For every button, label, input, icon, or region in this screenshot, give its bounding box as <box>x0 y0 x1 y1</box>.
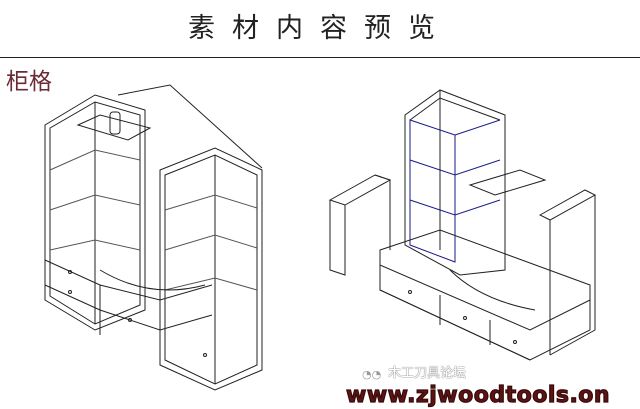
right-cabinet-drawing <box>328 89 597 361</box>
title-divider <box>0 57 640 58</box>
section-label: 柜格 <box>6 69 52 95</box>
wechat-icon: ◔◔ <box>362 368 382 381</box>
page-title: 素材内容预览 <box>188 13 452 44</box>
watermark-url: www.zjwoodtools.on <box>345 383 611 408</box>
watermark-source: 木工刀具论坛 <box>388 366 467 381</box>
left-cabinet-drawing <box>44 84 263 391</box>
